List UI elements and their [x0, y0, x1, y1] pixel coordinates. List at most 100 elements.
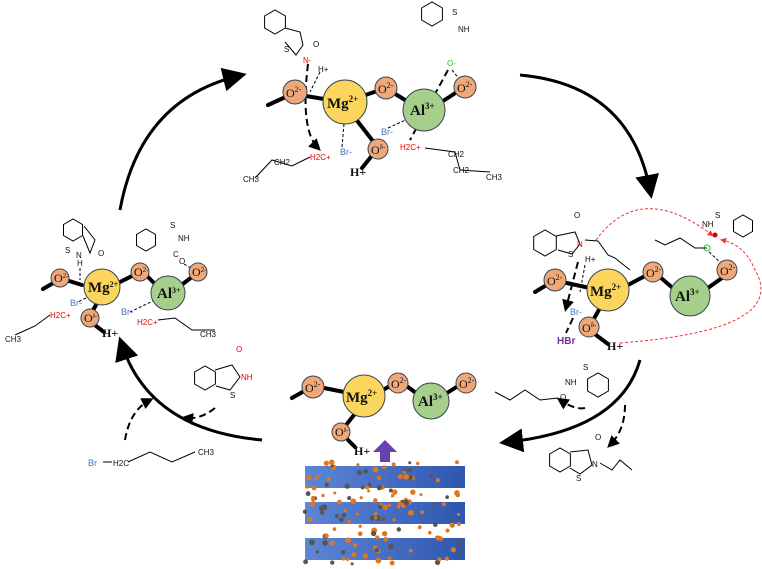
interlayer-atom [370, 530, 377, 537]
oxide-atom [387, 372, 409, 394]
bromide-label: Br- [70, 298, 82, 308]
proton-label: H+ [354, 444, 370, 458]
magnesium-atom [322, 79, 368, 125]
interlayer-atom [450, 547, 456, 553]
interlayer-atom [346, 558, 350, 562]
interlayer-atom [305, 491, 311, 497]
sulfur-label: S [170, 221, 175, 230]
interlayer-atom [449, 522, 455, 528]
right-cluster: O N S H+ S NH O2- Mg2+ O2- Al3+ O2- [533, 208, 762, 353]
interlayer-atom [330, 560, 335, 565]
interlayer-atom [362, 553, 369, 559]
magnesium-label: Mg2+ [590, 282, 621, 300]
interlayer-atom [407, 467, 413, 473]
oxide-label: O2- [54, 271, 69, 285]
nitrogen-label: N [592, 460, 598, 469]
interlayer-atom [436, 535, 442, 541]
carbocation-label: H2C+ [400, 143, 421, 152]
proton-label: H+ [607, 339, 623, 353]
oxide-delta-label: Oδ- [84, 311, 98, 325]
interlayer-atom [308, 539, 315, 546]
magnesium-atom [83, 268, 121, 306]
interlayer-atom [390, 493, 395, 498]
oxyanion-label: O- [447, 59, 456, 68]
oxide-label: O2- [457, 80, 473, 95]
oxide-label: O2- [720, 263, 736, 278]
bromide-label: Br- [570, 307, 582, 317]
nh-label: NH [241, 373, 253, 382]
oxide-label: O2- [134, 265, 149, 279]
interlayer-atom [387, 503, 392, 507]
cycle-arrow-bottom-left [115, 336, 263, 442]
oxide-atom [642, 261, 664, 283]
ldh-crystal-slab [302, 459, 465, 566]
interlayer-atom [375, 535, 380, 540]
interlayer-atom [358, 524, 362, 528]
interlayer-atom [416, 461, 420, 466]
interlayer-atom [382, 504, 389, 511]
interlayer-atom [419, 493, 423, 497]
oxide-label: O2- [192, 265, 207, 279]
interlayer-atom [374, 516, 378, 520]
butyl-bromide-reactant: Br H2C CH3 [88, 398, 215, 468]
proton-label: H+ [350, 165, 366, 179]
carbonyl-oxygen-label: O [574, 211, 580, 220]
interlayer-atom [455, 460, 459, 465]
interlayer-atom [322, 540, 328, 546]
magnesium-label: Mg2+ [346, 388, 377, 406]
oxide-label: O2- [378, 81, 394, 96]
oxide-atom [374, 76, 398, 100]
interlayer-atom [444, 556, 449, 561]
interlayer-atom [402, 470, 406, 474]
interlayer-atom [343, 508, 348, 513]
interlayer-atom [365, 485, 370, 490]
oxide-atom [453, 75, 477, 99]
interlayer-atom [367, 482, 372, 487]
proton-label: H+ [585, 255, 596, 264]
nitrogen-label: N [76, 251, 82, 260]
interlayer-atom [456, 540, 463, 547]
aluminum-label: Al3+ [418, 392, 443, 410]
interlayer-atom [315, 550, 319, 554]
oxide-label: O2- [305, 380, 321, 395]
oxide-atom [716, 259, 738, 281]
interlayer-atom [401, 503, 406, 509]
benzene-ring [533, 229, 557, 257]
interlayer-atom [456, 522, 461, 527]
interlayer-atom [392, 518, 396, 522]
interlayer-atom [435, 478, 440, 483]
benzene-ring [264, 9, 286, 35]
interlayer-atom [441, 502, 446, 507]
interlayer-atom [408, 510, 414, 516]
interlayer-atom [369, 515, 375, 521]
interlayer-atom [373, 498, 378, 503]
oxide-atom [188, 262, 208, 282]
saccharin-like-product-left: O NH S [181, 345, 253, 426]
interlayer-atom [333, 491, 337, 495]
interlayer-atom [350, 498, 357, 505]
interlayer-atom [363, 468, 369, 474]
interlayer-atom [302, 509, 308, 514]
interlayer-atom [445, 528, 450, 533]
carbonyl-oxygen-label: O [595, 433, 601, 442]
aluminum-atom [150, 275, 186, 311]
carbonyl-oxygen-label: O [98, 249, 104, 258]
aluminum-label: Al3+ [410, 101, 435, 119]
interlayer-atom [391, 462, 396, 467]
oxide-delta-label: Oδ- [582, 321, 597, 335]
interlayer-atom [374, 512, 378, 516]
interlayer-atom [445, 495, 450, 500]
benzene-ring [549, 447, 571, 473]
nh-label: NH [565, 378, 577, 387]
aluminum-atom [412, 382, 450, 420]
ch3-label: CH3 [486, 173, 503, 182]
magnesium-atom [586, 268, 630, 312]
interlayer-atom [347, 495, 352, 500]
benzene-ring [63, 218, 83, 242]
interlayer-atom [321, 493, 325, 498]
interlayer-atom [433, 522, 438, 527]
carbonyl-oxygen-label: O [179, 257, 185, 266]
oxide-delta-label: Oδ- [371, 143, 386, 157]
bromide-label: Br- [340, 147, 352, 157]
sulfur-label: S [583, 363, 588, 372]
